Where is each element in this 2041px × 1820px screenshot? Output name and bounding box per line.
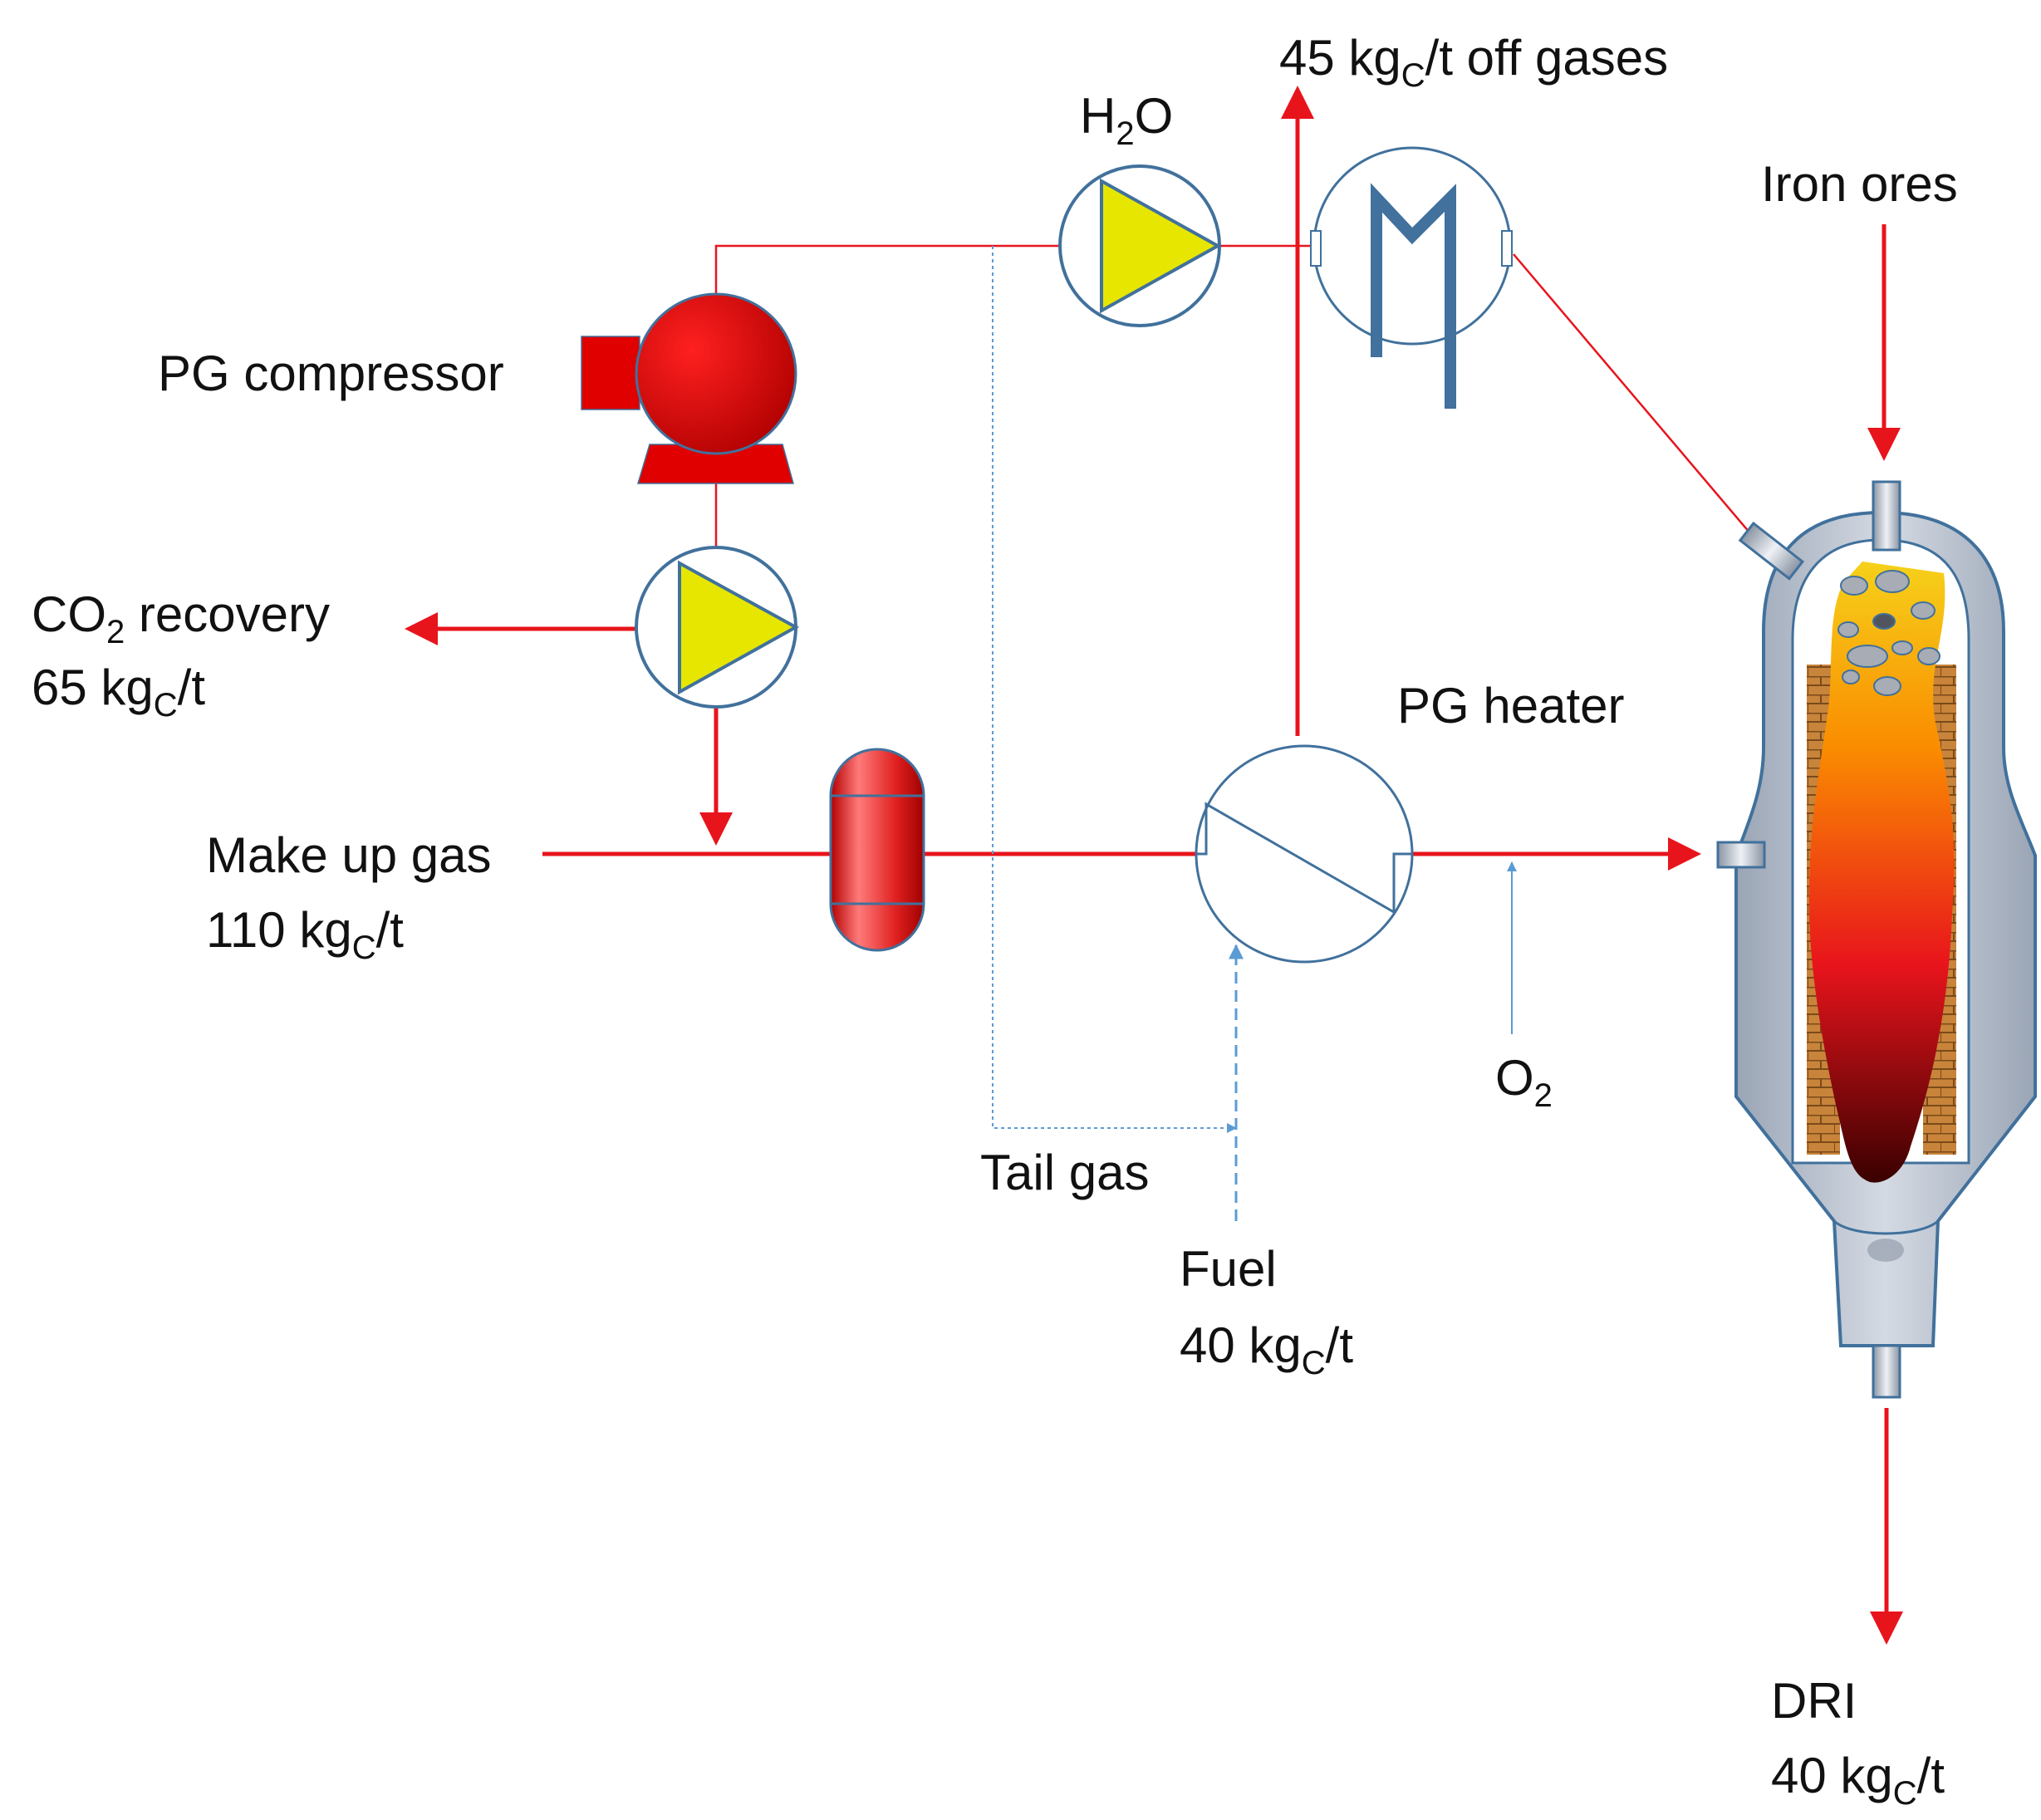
co2-recovery-label: CO2 recovery — [32, 586, 330, 650]
shaft-reactor — [1716, 480, 2037, 1399]
make-up-gas-vessel — [829, 748, 925, 952]
tail-gas-label: Tail gas — [980, 1145, 1149, 1200]
make-up-gas-label: Make up gas — [206, 827, 492, 883]
pg-compressor — [581, 292, 797, 484]
pg-compressor-label: PG compressor — [158, 346, 504, 401]
piping — [405, 86, 1903, 1645]
co2-recovery-amount: 65 kgC/t — [32, 660, 205, 724]
fuel-amount: 40 kgC/t — [1180, 1317, 1353, 1381]
tail-gas-line — [992, 246, 1237, 1133]
pg-heater-label: PG heater — [1397, 678, 1625, 733]
compressor-to-header-line — [714, 244, 1059, 295]
cooler-to-reactor-line — [1513, 253, 1755, 539]
ore-lumps — [1837, 570, 1940, 696]
quench-pump — [1058, 164, 1222, 327]
off-gases-label: 45 kgC/t off gases — [1279, 30, 1668, 94]
gas-cooler — [1310, 146, 1513, 409]
o2-label: O2 — [1495, 1050, 1553, 1114]
iron-ores-label: Iron ores — [1761, 156, 1958, 212]
fuel-label: Fuel — [1180, 1241, 1277, 1297]
dri-amount: 40 kgC/t — [1771, 1748, 1945, 1812]
pg-heater — [1195, 744, 1414, 964]
make-up-gas-amount: 110 kgC/t — [206, 902, 404, 966]
co2-recovery-pump — [635, 546, 800, 709]
h2o-label: H2O — [1080, 88, 1173, 152]
dri-label: DRI — [1771, 1673, 1857, 1729]
